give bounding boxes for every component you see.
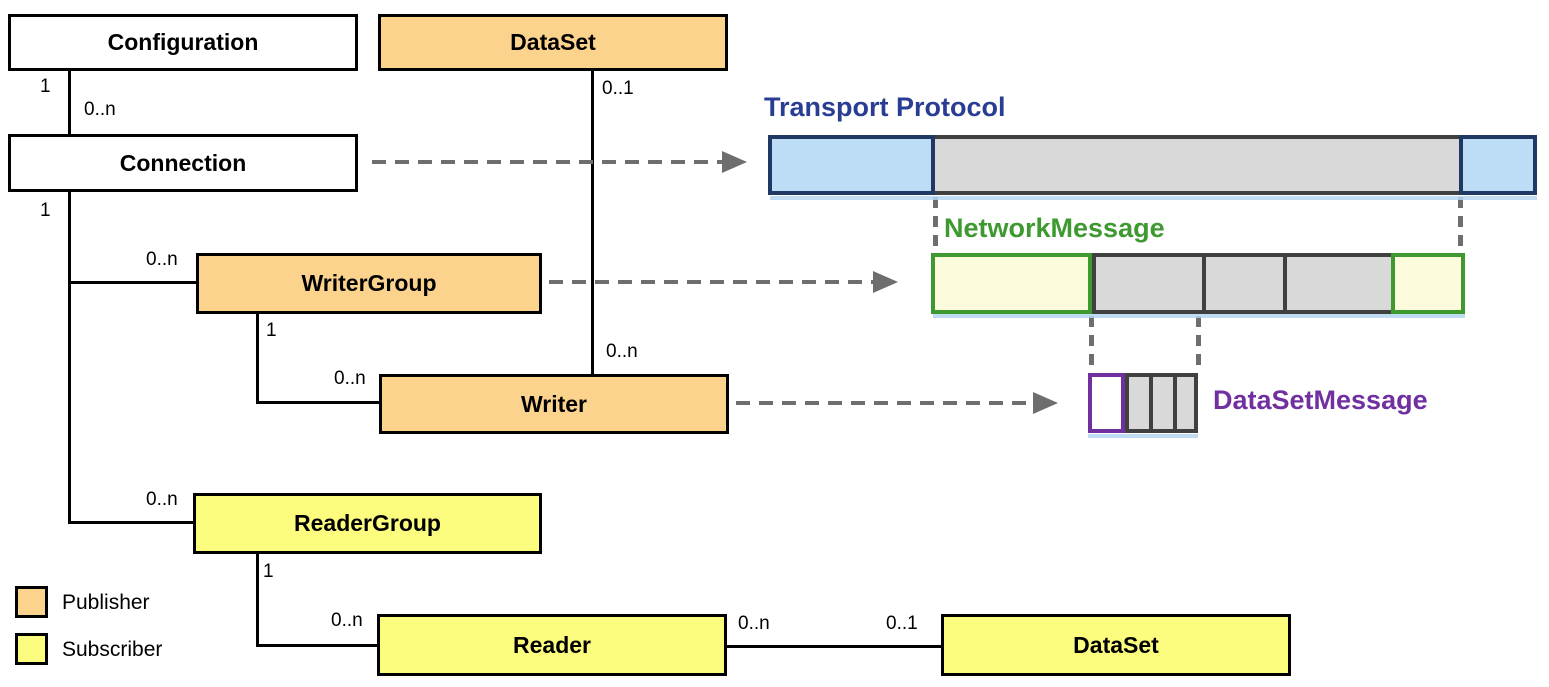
network-message-label: NetworkMessage [944,213,1165,243]
connector-connection-trunk [68,192,71,524]
node-dataset-publisher-label: DataSet [510,29,596,55]
mult-writer-dataset-0n: 0..n [606,341,638,362]
arrow-writergroup-networkmessage [549,280,874,284]
arrow-writergroup-networkmessage-head-icon [873,271,898,293]
network-bar-shadow [933,314,1465,318]
mult-connection-1: 1 [40,200,51,221]
transport-header-cell [768,135,935,195]
mult-readergroup-1: 1 [263,561,274,582]
connector-writergroup-down [256,314,259,404]
transport-trailer-cell [1459,135,1537,195]
node-configuration: Configuration [8,14,358,71]
network-payload-cell-2 [1202,253,1287,314]
arrow-writer-datasetmessage [736,401,1034,405]
dataset-message-label: DataSetMessage [1213,385,1428,415]
legend-publisher-label: Publisher [62,591,150,614]
node-readergroup-label: ReaderGroup [294,510,441,536]
connector-reader-dataset [727,645,941,648]
node-connection: Connection [8,134,358,192]
connector-writergroup-writer [256,401,379,404]
transport-payload-cell [931,135,1463,195]
network-trailer-cell [1391,253,1465,314]
mult-connection-0n: 0..n [84,99,116,120]
mult-configuration-1: 1 [40,76,51,97]
connector-configuration-connection [68,71,71,134]
node-reader: Reader [377,614,727,676]
datasetmsg-payload-cell-3 [1173,373,1198,433]
transport-protocol-label: Transport Protocol [764,92,1006,122]
datasetmsg-header-cell [1088,373,1125,433]
mult-writergroup-0n: 0..n [146,249,178,270]
guide-transport-network-left [933,197,938,251]
node-writer-label: Writer [520,390,588,417]
mult-reader-source-0n: 0..n [738,613,770,634]
connector-readergroup-down [256,554,259,646]
mult-readergroup-0n: 0..n [146,489,178,510]
node-dataset-subscriber: DataSet [941,614,1291,676]
legend-publisher-swatch [15,586,48,618]
guide-network-datasetmsg-left [1089,316,1094,370]
mult-dataset-01: 0..1 [602,78,634,99]
node-configuration-label: Configuration [107,29,259,55]
legend-subscriber-label: Subscriber [62,638,163,661]
node-writergroup-label: WriterGroup [301,270,437,296]
guide-network-datasetmsg-right [1196,316,1201,370]
connector-readergroup-reader [256,644,377,647]
node-writer: Writer [379,374,729,434]
connector-dataset-writer [591,71,594,374]
node-writergroup: WriterGroup [196,253,542,314]
network-header-cell [931,253,1092,314]
mult-dataset-bottom-01: 0..1 [886,613,918,634]
connector-connection-readergroup [68,521,193,524]
arrow-connection-transport [372,160,722,164]
node-dataset-publisher: DataSet [378,14,728,71]
node-readergroup: ReaderGroup [193,493,542,554]
datasetmsg-bar-shadow [1088,434,1198,438]
legend-subscriber-swatch [15,633,48,665]
node-dataset-subscriber-label: DataSet [1073,631,1159,658]
connector-connection-writergroup [68,281,196,284]
arrow-connection-transport-head-icon [722,151,747,173]
mult-reader-target-0n: 0..n [331,610,363,631]
network-payload-cell-3 [1283,253,1395,314]
network-payload-cell-1 [1092,253,1206,314]
transport-bar-shadow [770,196,1537,200]
arrow-writer-datasetmessage-head-icon [1033,392,1058,414]
mult-writergroup-1: 1 [266,320,277,341]
mult-writer-0n: 0..n [334,368,366,389]
node-reader-label: Reader [513,631,591,658]
node-connection-label: Connection [119,149,247,176]
guide-transport-network-right [1458,197,1463,251]
